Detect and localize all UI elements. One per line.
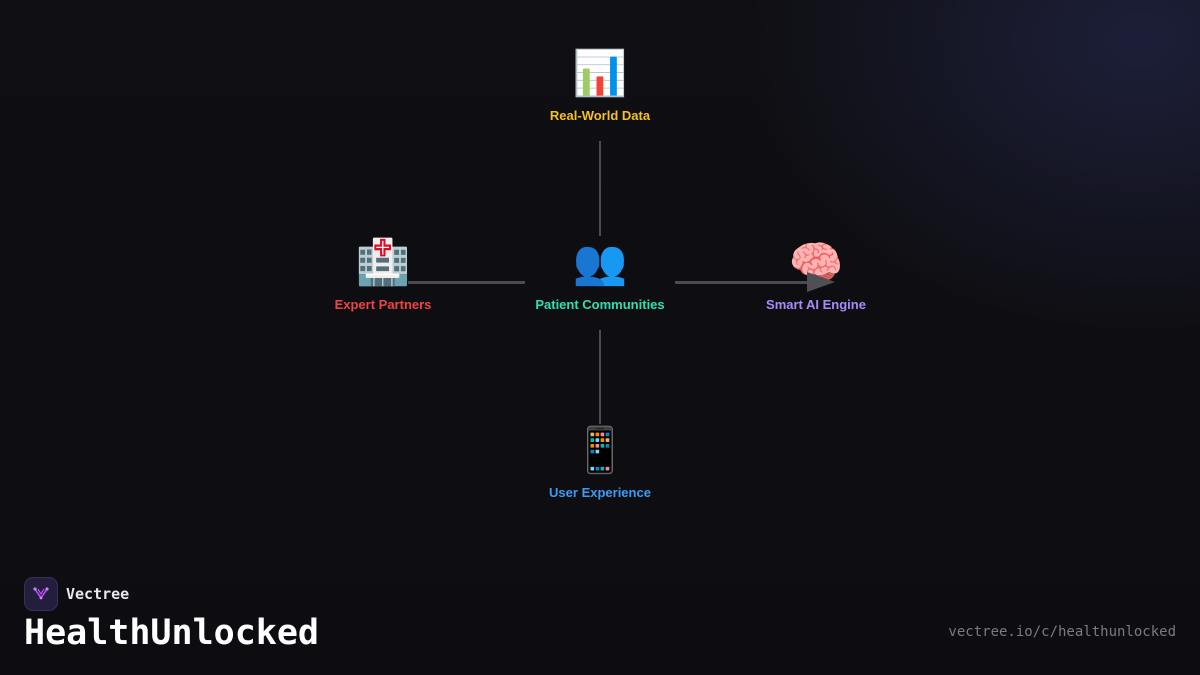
- node-label: Smart AI Engine: [766, 297, 866, 312]
- connector-top: [599, 141, 601, 236]
- connector-right: [675, 281, 815, 284]
- vectree-logo-icon: [24, 577, 58, 611]
- connector-left: [408, 281, 525, 284]
- node-real-world-data: 📊 Real-World Data: [500, 48, 700, 124]
- brand: Vectree: [24, 577, 129, 611]
- connector-bottom: [599, 330, 601, 424]
- hospital-icon: 🏥: [355, 237, 411, 288]
- bar-chart-icon: 📊: [572, 48, 628, 99]
- node-label: User Experience: [549, 485, 651, 500]
- people-icon: 👥: [572, 237, 628, 288]
- node-label: Real-World Data: [549, 108, 651, 123]
- mobile-phone-icon: 📱: [572, 425, 628, 476]
- node-label: Expert Partners: [334, 297, 432, 312]
- brand-name: Vectree: [66, 585, 130, 603]
- node-expert-partners: 🏥 Expert Partners: [283, 237, 483, 313]
- node-user-experience: 📱 User Experience: [500, 425, 700, 501]
- arrow-head-right: [807, 272, 835, 292]
- node-patient-communities: 👥 Patient Communities: [500, 237, 700, 313]
- page-title: HealthUnlocked: [24, 613, 320, 653]
- node-label: Patient Communities: [535, 297, 665, 312]
- page-url[interactable]: vectree.io/c/healthunlocked: [948, 624, 1176, 640]
